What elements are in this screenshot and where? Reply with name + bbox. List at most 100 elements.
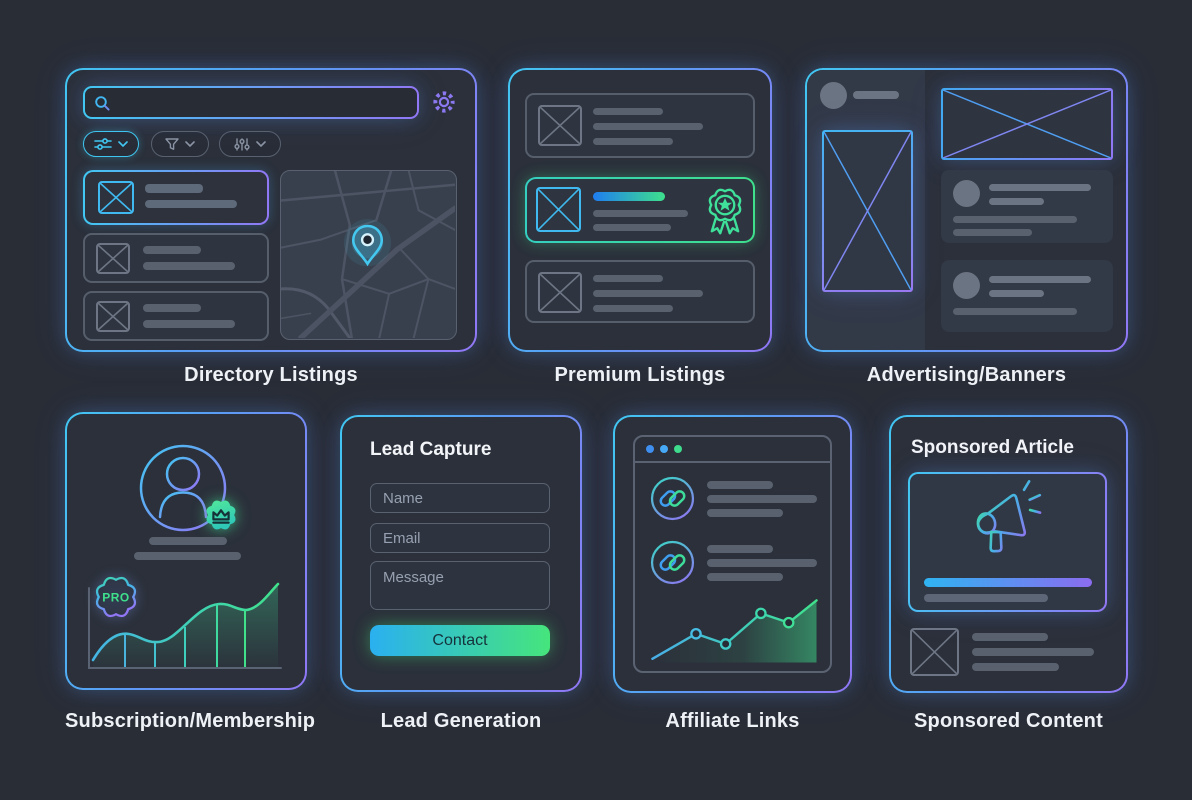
text-line: [593, 290, 703, 297]
text-line: [972, 633, 1048, 641]
window-dot: [646, 445, 654, 453]
listing-card[interactable]: [525, 260, 755, 323]
avatar-icon: [139, 444, 227, 532]
banner-ad-slot[interactable]: [941, 88, 1113, 160]
image-placeholder-icon: [538, 105, 582, 146]
form-title: Lead Capture: [370, 439, 492, 460]
listing-card[interactable]: [83, 291, 269, 341]
listing-card[interactable]: [525, 93, 755, 158]
text-line: [143, 320, 235, 328]
text-line: [149, 537, 227, 545]
filter-chip-tuners[interactable]: [219, 131, 281, 157]
chevron-down-icon: [118, 141, 128, 147]
skyscraper-ad-slot[interactable]: [822, 130, 913, 292]
text-line: [593, 275, 663, 282]
text-line: [972, 648, 1094, 656]
funnel-icon: [165, 137, 179, 150]
page-sidebar: [807, 70, 925, 350]
text-line: [145, 184, 203, 193]
name-field[interactable]: [370, 483, 550, 513]
filter-chip-sliders[interactable]: [83, 131, 139, 157]
lead-generation-panel: Lead Capture Contact: [340, 415, 582, 692]
text-line: [143, 304, 201, 312]
avatar: [953, 272, 980, 299]
listing-card-selected[interactable]: [83, 170, 269, 225]
panel-caption-affiliate: Affiliate Links: [665, 710, 800, 732]
svg-text:PRO: PRO: [102, 591, 130, 605]
sliders-icon: [94, 138, 112, 150]
text-line: [924, 594, 1048, 602]
text-line: [593, 108, 663, 115]
premium-listings-panel: [508, 68, 772, 352]
avatar: [820, 82, 847, 109]
award-badge-icon: [708, 188, 742, 235]
crown-badge-icon: [206, 500, 236, 530]
text-line: [989, 198, 1044, 205]
panel-caption-subscription: Subscription/Membership: [65, 710, 316, 732]
image-placeholder-icon: [538, 272, 582, 313]
listing-card[interactable]: [83, 233, 269, 283]
image-placeholder-icon: [98, 181, 134, 214]
sponsored-article-card[interactable]: [908, 472, 1107, 612]
window-dot: [660, 445, 668, 453]
text-line: [989, 276, 1091, 283]
panel-caption-directory: Directory Listings: [184, 364, 358, 386]
chevron-down-icon: [185, 141, 195, 147]
gear-icon[interactable]: [431, 89, 457, 115]
growth-chart: [88, 582, 282, 669]
image-placeholder-icon: [910, 628, 959, 676]
text-line: [989, 290, 1044, 297]
chevron-down-icon: [256, 141, 266, 147]
text-line: [853, 91, 899, 99]
text-line: [972, 663, 1059, 671]
text-line: [593, 210, 688, 217]
text-line: [143, 246, 201, 254]
filter-chip-funnel[interactable]: [151, 131, 209, 157]
search-icon: [95, 96, 110, 111]
text-line: [953, 216, 1077, 223]
location-pin-icon: [343, 219, 392, 267]
text-line: [707, 573, 783, 581]
content-card: [941, 170, 1113, 243]
highlighted-title-line: [924, 578, 1092, 587]
window-dot: [674, 445, 682, 453]
link-icon[interactable]: [650, 476, 695, 521]
affiliate-links-panel: [613, 415, 852, 693]
text-line: [593, 224, 671, 231]
subscription-panel: PRO: [65, 412, 307, 690]
panel-caption-premium: Premium Listings: [554, 364, 726, 386]
text-line: [143, 262, 235, 270]
text-line: [707, 481, 773, 489]
image-placeholder-icon: [96, 301, 130, 332]
image-placeholder-icon: [96, 243, 130, 274]
premium-listing-card[interactable]: [525, 177, 755, 243]
text-line: [145, 200, 237, 208]
email-field[interactable]: [370, 523, 550, 553]
directory-listings-panel: [65, 68, 477, 352]
article-title: Sponsored Article: [911, 437, 1074, 458]
pro-badge: PRO: [95, 576, 137, 618]
image-placeholder-icon: [536, 187, 581, 232]
map-widget[interactable]: [280, 170, 457, 340]
sponsored-content-panel: Sponsored Article: [889, 415, 1128, 693]
search-input[interactable]: [83, 86, 419, 119]
text-line: [707, 509, 783, 517]
browser-titlebar: [635, 437, 830, 463]
panel-caption-lead: Lead Generation: [380, 710, 542, 732]
link-icon[interactable]: [650, 540, 695, 585]
panel-caption-advertising: Advertising/Banners: [866, 364, 1067, 386]
clicks-chart: [651, 599, 818, 663]
panel-caption-sponsored: Sponsored Content: [914, 710, 1103, 732]
browser-window: [633, 435, 832, 673]
text-line: [953, 308, 1077, 315]
message-field[interactable]: [370, 561, 550, 610]
advertising-panel: [805, 68, 1128, 352]
contact-button[interactable]: Contact: [370, 625, 550, 656]
megaphone-icon: [976, 480, 1042, 553]
text-line: [953, 229, 1032, 236]
highlighted-title-line: [593, 192, 665, 201]
avatar: [953, 180, 980, 207]
text-line: [707, 495, 817, 503]
tuners-icon: [234, 137, 250, 151]
